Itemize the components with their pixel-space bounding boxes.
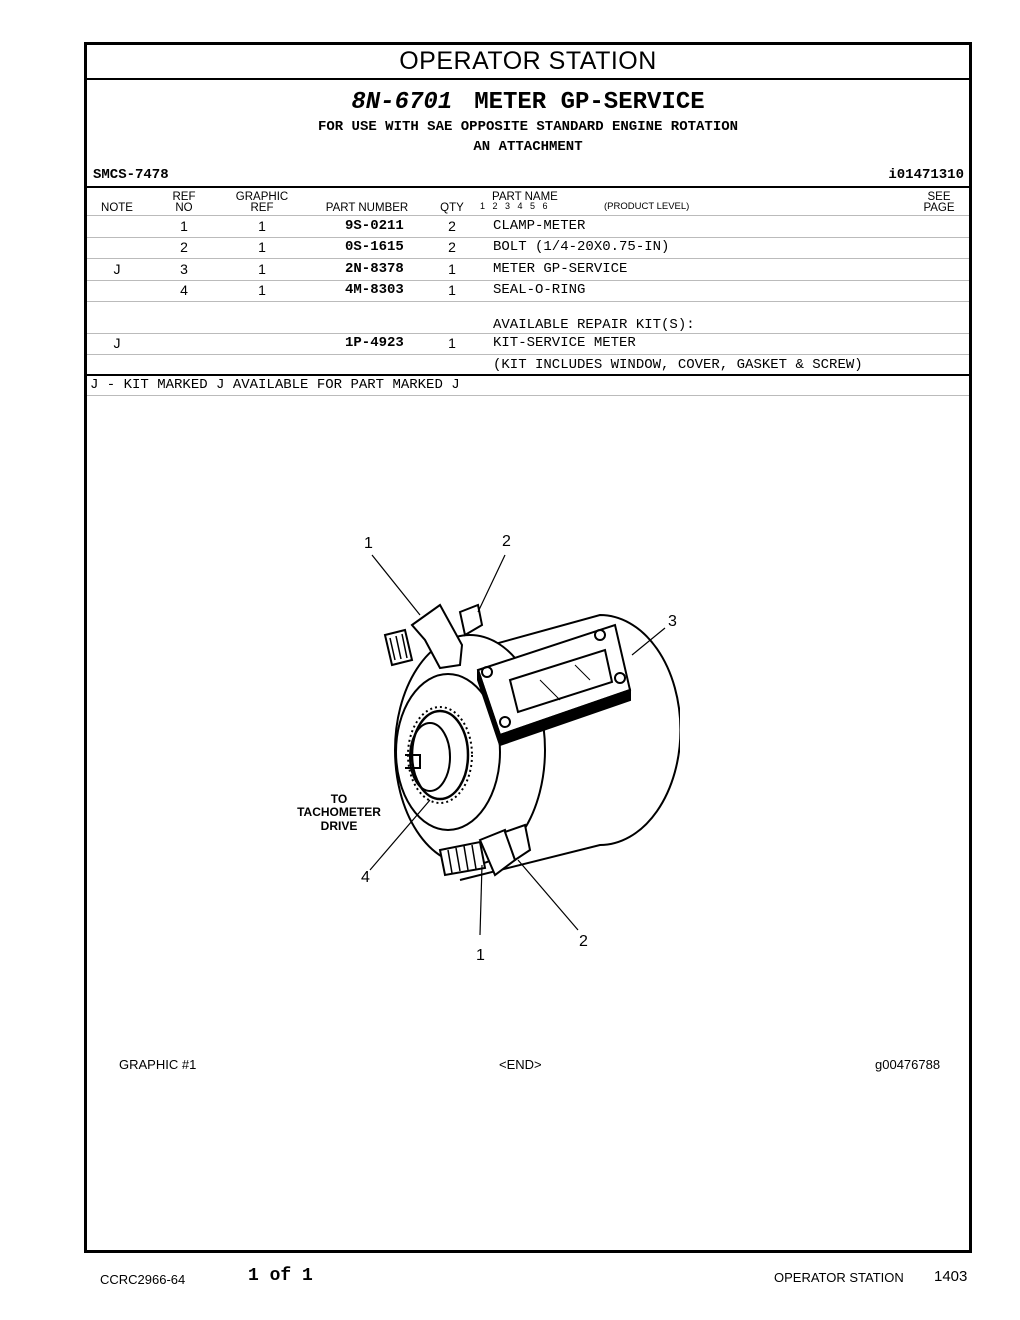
row-ref: 2 <box>180 239 188 255</box>
col-qty: QTY <box>440 202 464 214</box>
row-divider <box>87 280 969 281</box>
page-number: 1403 <box>934 1268 968 1285</box>
col-see-bottom: PAGE <box>923 202 955 214</box>
col-part-number: PART NUMBER <box>325 202 409 214</box>
row-part-number: 2N-8378 <box>345 261 404 277</box>
callout-3: 3 <box>668 613 677 630</box>
row-part-number: 9S-0211 <box>345 218 404 234</box>
footnote: J - KIT MARKED J AVAILABLE FOR PART MARK… <box>90 377 460 393</box>
footer-section: OPERATOR STATION <box>774 1270 904 1285</box>
row-qty: 1 <box>448 261 456 277</box>
callout-1-bottom: 1 <box>476 947 485 964</box>
row-divider <box>87 237 969 238</box>
part-title-number: 8N-6701 <box>351 89 453 116</box>
row-graphic: 1 <box>258 261 266 277</box>
drive-label-line3: DRIVE <box>321 819 358 833</box>
row-divider <box>87 301 969 302</box>
callout-1-top: 1 <box>364 535 373 552</box>
header-divider <box>87 186 969 188</box>
part-title: 8N-6701 METER GP-SERVICE <box>87 89 969 117</box>
row-ref: 1 <box>180 218 188 234</box>
callout-2-bottom: 2 <box>579 933 588 950</box>
row-part-number: 0S-1615 <box>345 239 404 255</box>
end-label: <END> <box>499 1057 542 1072</box>
row-part-name: CLAMP-METER <box>493 218 586 234</box>
drive-label-line2: TACHOMETER <box>297 805 381 819</box>
row-divider <box>87 258 969 259</box>
row-divider <box>87 215 969 216</box>
col-graphic-bottom: REF <box>250 202 274 214</box>
row-qty: 2 <box>448 239 456 255</box>
col-see-top: SEE <box>927 191 951 203</box>
kit-includes: (KIT INCLUDES WINDOW, COVER, GASKET & SC… <box>493 357 863 373</box>
col-note: NOTE <box>101 202 133 214</box>
meter-drawing: 1 2 3 4 1 2 TO TACHOMETER DRIVE <box>297 533 680 964</box>
kit-name: KIT-SERVICE METER <box>493 335 636 351</box>
table-divider <box>87 374 969 376</box>
row-ref: 3 <box>180 261 188 277</box>
row-part-name: METER GP-SERVICE <box>493 261 628 277</box>
subtitle-usage: FOR USE WITH SAE OPPOSITE STANDARD ENGIN… <box>317 119 739 135</box>
row-part-name: SEAL-O-RING <box>493 282 586 298</box>
row-part-name: BOLT (1/4-20X0.75-IN) <box>493 239 670 255</box>
kit-heading: AVAILABLE REPAIR KIT(S): <box>493 317 695 333</box>
graphic-label: GRAPHIC #1 <box>119 1057 197 1072</box>
graphic-id: g00476788 <box>875 1057 941 1072</box>
row-ref: 4 <box>180 282 188 298</box>
drive-label-line1: TO <box>331 792 347 806</box>
kit-part-number: 1P-4923 <box>345 335 404 351</box>
col-ref-bottom: NO <box>175 202 193 214</box>
row-qty: 2 <box>448 218 456 234</box>
kit-qty: 1 <box>448 335 456 351</box>
row-graphic: 1 <box>258 239 266 255</box>
part-title-name: METER GP-SERVICE <box>474 89 705 116</box>
callout-4: 4 <box>361 869 370 886</box>
col-graphic-top: GRAPHIC <box>235 191 289 203</box>
section-title: OPERATOR STATION <box>87 45 969 80</box>
row-divider <box>87 354 969 355</box>
info-reference: i01471310 <box>888 167 964 183</box>
callout-2-top: 2 <box>502 533 511 550</box>
subtitle-attachment: AN ATTACHMENT <box>473 139 583 155</box>
col-product-levels: 1 2 3 4 5 6 <box>480 201 548 211</box>
col-ref-top: REF <box>172 191 196 203</box>
page-of: 1 of 1 <box>248 1266 313 1286</box>
col-part-name: PART NAME <box>492 191 558 203</box>
row-qty: 1 <box>448 282 456 298</box>
doc-id: CCRC2966-64 <box>100 1272 186 1287</box>
col-product-level: (PRODUCT LEVEL) <box>604 201 690 212</box>
row-note: J <box>113 261 121 277</box>
kit-note: J <box>113 335 121 351</box>
row-divider <box>87 333 969 334</box>
row-graphic: 1 <box>258 282 266 298</box>
smcs-code: SMCS-7478 <box>93 167 169 183</box>
row-part-number: 4M-8303 <box>345 282 404 298</box>
row-divider <box>87 395 969 396</box>
row-graphic: 1 <box>258 218 266 234</box>
